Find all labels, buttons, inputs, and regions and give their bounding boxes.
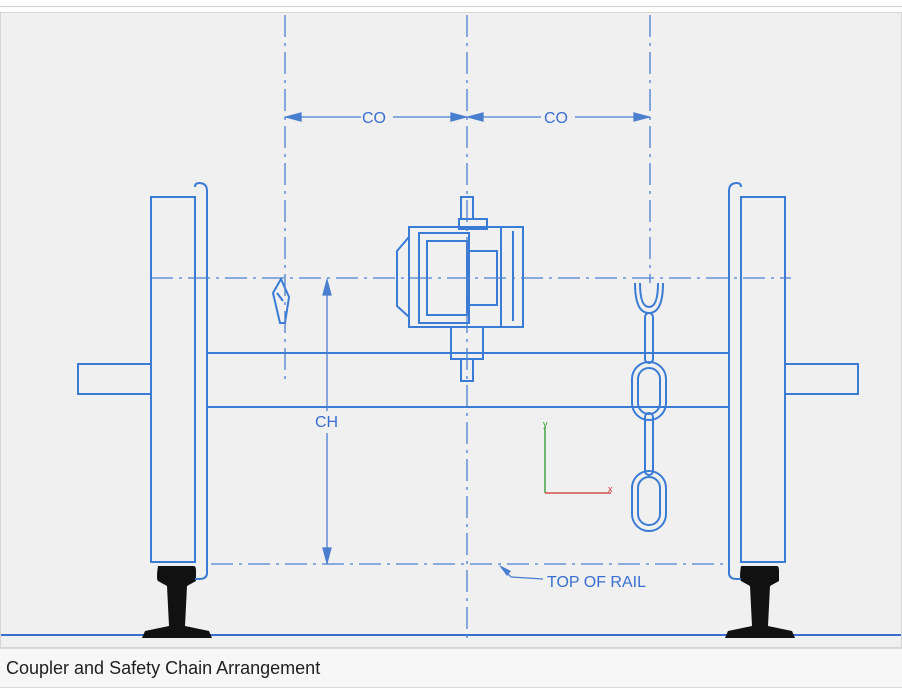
wheelset	[77, 181, 859, 580]
co-right-label: CO	[544, 110, 568, 127]
left-wheel-body	[150, 196, 196, 563]
chain-link-4-inner	[637, 476, 661, 526]
chain-link-4	[631, 470, 667, 532]
caption-bar: Coupler and Safety Chain Arrangement	[0, 648, 902, 688]
right-wheel-flange	[728, 181, 742, 580]
top-divider	[0, 6, 902, 7]
co-left-label: CO	[362, 110, 386, 127]
chain-link-3	[644, 412, 654, 476]
y-axis-label: y	[543, 419, 548, 429]
left-rail	[142, 566, 212, 638]
co-left-arrow-a	[283, 112, 302, 122]
co-dimensions	[283, 112, 652, 122]
ch-dimension	[322, 277, 332, 566]
top-of-rail-label: TOP OF RAIL	[547, 574, 646, 591]
left-axle-stub	[77, 363, 152, 395]
co-left-arrow-b	[450, 112, 469, 122]
co-right-arrow-a	[465, 112, 484, 122]
centerlines	[151, 15, 791, 641]
chain-hook-inner	[639, 282, 659, 309]
co-right-arrow-b	[633, 112, 652, 122]
ch-arrow-bottom	[322, 547, 332, 566]
chain-link-2	[631, 361, 667, 421]
coupler-release-clip	[271, 276, 291, 324]
coupler-knuckle	[396, 234, 410, 320]
coupler-collar	[458, 218, 488, 230]
top-of-rail-leader-arrow	[499, 565, 511, 576]
engineering-drawing: CO CO CH TOP OF RAIL y x	[0, 12, 902, 648]
right-wheel-body	[740, 196, 786, 563]
drawing-canvas: CO CO CH TOP OF RAIL y x	[1, 15, 901, 641]
right-axle-stub	[784, 363, 859, 395]
left-wheel-flange	[194, 181, 208, 580]
ch-label: CH	[315, 414, 338, 431]
x-axis-label: x	[608, 484, 613, 494]
right-rail	[725, 566, 795, 638]
figure-caption: Coupler and Safety Chain Arrangement	[6, 658, 321, 678]
chain-link-1	[644, 312, 654, 364]
safety-chain	[631, 282, 667, 532]
ch-arrow-top	[322, 277, 332, 296]
